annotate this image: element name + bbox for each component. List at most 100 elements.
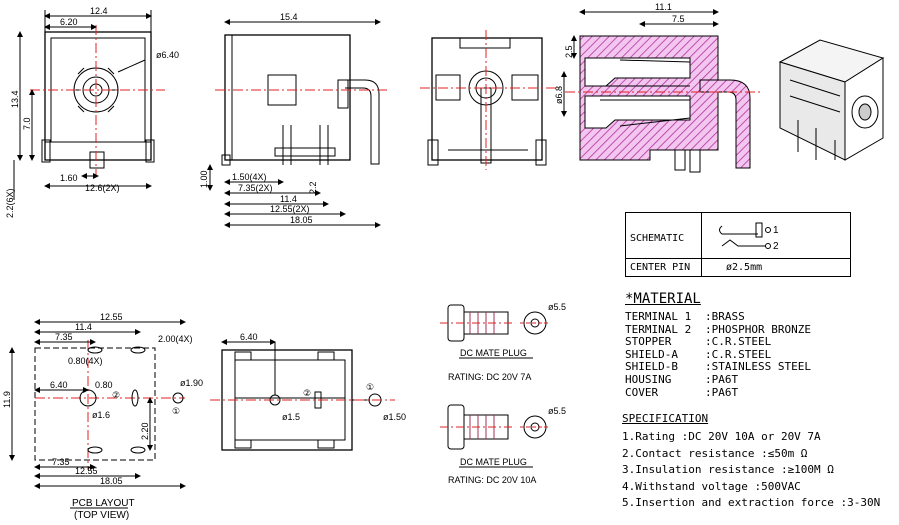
dim-pcb-11-4: 11.4	[75, 322, 92, 332]
material-value: :PA6T	[705, 385, 739, 399]
spec-item: 4.Withstand voltage :500VAC	[622, 479, 801, 493]
material-name: SHIELD-A	[625, 347, 678, 361]
material-name: TERMINAL 2	[625, 322, 692, 336]
dim-pcb-11-9: 11.9	[2, 391, 12, 408]
pcb-subtitle: (TOP VIEW)	[74, 510, 129, 521]
dim-side-b3: 2.2	[308, 181, 318, 194]
dim-side-b4: 11.4	[280, 194, 297, 204]
material-name: HOUSING	[625, 372, 672, 386]
dim-front-b2: 12.6(2X)	[85, 183, 120, 193]
dim-pcb-0-80-4x: 0.80(4X)	[68, 356, 103, 366]
pcb-circle-1: ①	[172, 406, 180, 416]
plug-1-rating: RATING: DC 20V 7A	[448, 372, 531, 382]
material-name: SHIELD-B	[625, 360, 678, 374]
schematic-table: SCHEMATIC CENTER PIN ø2.5mm	[625, 212, 851, 277]
spec-item: 1.Rating :DC 20V 10A or 20V 7A	[622, 430, 821, 443]
dim-front-dia: ø6.40	[156, 50, 179, 60]
dim-side-h1: 1.00	[199, 170, 209, 188]
dim-front-pin: 2.2(6X)	[5, 188, 15, 218]
material-row: TERMINAL 1:BRASS	[625, 310, 811, 324]
plug-2	[440, 404, 550, 468]
material-value: :C.R.STEEL	[705, 347, 772, 361]
dim-front-center: 7.0	[22, 117, 32, 130]
spec-item: 2.Contact resistance :≤50m Ω	[622, 446, 808, 460]
pcb-layout	[9, 319, 186, 509]
dim-pcb-2-20: 2.20	[140, 422, 150, 440]
dim-front-width: 12.4	[90, 6, 108, 16]
material-value: :STAINLESS STEEL	[705, 360, 811, 374]
dim-side-b1: 1.50(4X)	[232, 172, 267, 182]
plug-1-dia: ø5.5	[548, 302, 566, 312]
plug-1	[440, 304, 550, 359]
material-value: :PHOSPHOR BRONZE	[705, 322, 811, 336]
dim-pcb-1-6: ø1.6	[92, 410, 110, 420]
center-pin-label: CENTER PIN	[630, 262, 691, 273]
dim-section-h1: 2.5	[564, 45, 574, 58]
center-pin-value: ø2.5mm	[726, 262, 763, 273]
material-table: TERMINAL 1:BRASS TERMINAL 2 :PHOSPHOR BRO…	[625, 310, 811, 400]
dim-side-b2: 7.35(2X)	[238, 183, 273, 193]
bottom-circle-2: ②	[303, 388, 311, 398]
bottom-view	[210, 339, 395, 451]
dim-front-b1: 1.60	[60, 173, 78, 183]
spec-heading: SPECIFICATION	[622, 412, 709, 425]
dim-front-height: 13.4	[10, 90, 20, 108]
material-row: HOUSING :PA6T	[625, 372, 811, 387]
schematic-symbol	[719, 222, 771, 249]
pcb-title: PCB LAYOUT	[72, 498, 135, 509]
section-view	[561, 9, 760, 173]
schematic-divider	[701, 213, 702, 276]
material-row: TERMINAL 2 :PHOSPHOR BRONZE	[625, 322, 811, 337]
pcb-layout-labels: 12.55 11.4 7.35 2.00(4X) 0.80(4X) 11.9 6…	[2, 312, 203, 521]
material-row: SHIELD-B :STAINLESS STEEL	[625, 361, 811, 374]
dim-pcb-12-55: 12.55	[100, 312, 123, 322]
material-heading: *MATERIAL	[625, 291, 701, 307]
plug-2-dia: ø5.5	[548, 406, 566, 416]
rear-view	[420, 30, 560, 170]
schematic-pin-labels: 1 2	[773, 225, 779, 252]
schematic-pin-2: 2	[773, 241, 779, 252]
dim-pcb-6-40: 6.40	[50, 380, 68, 390]
plug-2-title: DC MATE PLUG	[460, 457, 527, 467]
schematic-row-divider	[626, 258, 850, 259]
dim-bottom-1-50: ø1.50	[383, 412, 406, 422]
material-row: STOPPER :C.R.STEEL	[625, 336, 811, 349]
material-row: SHIELD-A :C.R.STEEL	[625, 347, 811, 362]
material-value: :C.R.STEEL	[705, 335, 772, 349]
pcb-circle-2: ②	[112, 390, 120, 400]
dim-bottom-6-40: 6.40	[240, 332, 258, 342]
dim-pcb-7-35b: 7.35	[52, 457, 70, 467]
material-row: COVER :PA6T	[625, 385, 811, 400]
material-value: :BRASS	[705, 310, 745, 323]
dim-front-half: 6.20	[60, 17, 78, 27]
dim-side-b6: 18.05	[290, 215, 313, 225]
front-view	[13, 10, 165, 200]
plug-1-title: DC MATE PLUG	[460, 348, 527, 358]
dim-pcb-18-05: 18.05	[100, 476, 123, 486]
dim-pcb-1-90: ø1.90	[180, 378, 203, 388]
plug-2-rating: RATING: DC 20V 10A	[448, 475, 536, 485]
dim-side-width: 15.4	[280, 12, 298, 22]
dim-pcb-0-80: 0.80	[95, 380, 113, 390]
dim-side-b5: 12.55(2X)	[270, 204, 310, 214]
dim-section-w1: 11.1	[655, 2, 672, 12]
side-view-labels: 15.4 1.00 1.50(4X) 7.35(2X) 2.2 11.4 12.…	[199, 12, 318, 225]
iso-view	[778, 39, 885, 161]
bottom-view-labels: 6.40 ø1.5 ø1.50 ② ①	[240, 332, 406, 422]
bottom-circle-1: ①	[366, 382, 374, 392]
front-view-labels: 12.4 6.20 ø6.40 13.4 7.0 2.2(6X) 1.60 12…	[5, 6, 179, 218]
spec-item: 5.Insertion and extraction force :3-30N	[622, 496, 881, 510]
plug-labels: ø5.5 DC MATE PLUG RATING: DC 20V 7A ø5.5…	[448, 302, 566, 485]
dim-pcb-12-55b: 12.55	[75, 466, 98, 476]
spec-list: 1.Rating :DC 20V 10A or 20V 7A 2.Contact…	[622, 429, 880, 512]
spec-item: 3.Insulation resistance :≥100M Ω	[622, 463, 834, 477]
dim-section-w2: 7.5	[672, 14, 685, 24]
schematic-label: SCHEMATIC	[630, 233, 685, 244]
dim-bottom-1-5: ø1.5	[282, 412, 300, 422]
material-name: STOPPER	[625, 335, 672, 349]
dim-section-d1: ø6.8	[554, 86, 564, 104]
material-value: :PA6T	[705, 372, 739, 386]
material-name: COVER	[625, 385, 659, 399]
dim-pcb-2-00: 2.00(4X)	[158, 334, 193, 344]
